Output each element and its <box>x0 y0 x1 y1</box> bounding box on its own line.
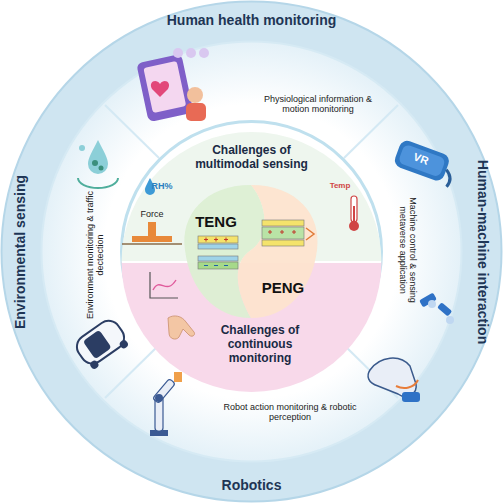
force-label: Force <box>140 209 163 219</box>
signal-graph-icon <box>150 272 178 298</box>
robot-hand-icon <box>368 358 420 402</box>
humidity-label: RH% <box>151 181 172 191</box>
generator-label: TENG <box>191 211 241 232</box>
sector-dividers <box>105 105 398 398</box>
middle-ring <box>42 42 462 462</box>
finger-icon <box>168 316 195 339</box>
sector-title: Environmental sensing <box>12 122 28 382</box>
health-phone-icon <box>136 48 209 122</box>
teng-device <box>198 236 238 269</box>
sector-description: Physiological information & motion monit… <box>253 94 383 115</box>
charge-marks <box>204 230 296 242</box>
robot-arm-right <box>419 293 454 324</box>
challenge-half: Challenges of multimodal sensing <box>183 142 321 174</box>
sector-description: Environment monitoring & traffic dectect… <box>85 185 106 325</box>
droplet-icon <box>78 140 118 188</box>
thermometer-icon <box>349 196 359 231</box>
challenge-title: Challenges of multimodal sensing <box>187 144 317 172</box>
challenge-half: Challenges of continuous monitoring <box>191 322 329 367</box>
peng-device <box>262 220 314 246</box>
generator-name: PENG <box>262 279 305 296</box>
sector-title: Human-machine interaction <box>475 122 491 382</box>
temp-label: Temp <box>330 181 351 190</box>
generator-label: PENG <box>258 277 309 298</box>
vr-headset-icon <box>392 139 458 187</box>
sector-title: Human health monitoring <box>122 12 382 28</box>
challenge-title: Challenges of continuous monitoring <box>195 324 325 365</box>
sector-title: Robotics <box>152 477 352 493</box>
generator-name: TENG <box>195 213 237 230</box>
peng-lobe <box>238 185 318 318</box>
sector-description: Machine control & sensing metaverse appl… <box>398 185 419 315</box>
robot-arm-bottom <box>150 372 182 436</box>
force-icon <box>122 222 182 244</box>
sector-description: Robot action monitoring & robotic percep… <box>215 402 365 423</box>
car-icon <box>72 316 131 371</box>
charge-marks-neg <box>204 265 228 266</box>
